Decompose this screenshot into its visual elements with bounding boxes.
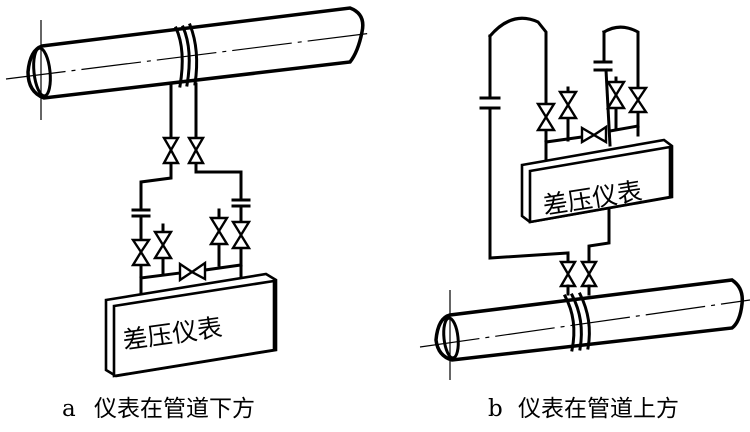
process-pipe-b [419, 278, 750, 380]
dp-instrument-a[interactable]: 差压仪表 [104, 272, 278, 378]
isolation-valve-b-left[interactable] [558, 260, 578, 288]
caption-b-text: 仪表在管道上方 [518, 396, 679, 422]
caption-a-text: 仪表在管道下方 [94, 396, 255, 422]
caption-b: b 仪表在管道上方 [488, 396, 679, 422]
process-pipe-a [5, 6, 373, 120]
diagram-b-meter-above-pipe: 差压仪表 [419, 16, 750, 380]
diagram-a-meter-below-pipe: 差压仪表 [5, 6, 373, 378]
caption-b-letter: b [488, 396, 503, 422]
valve-b-upper-right-1[interactable] [605, 80, 627, 110]
valve-a-lower-left-2[interactable] [152, 230, 174, 260]
caption-a: a 仪表在管道下方 [62, 396, 255, 422]
valve-b-upper-left-2[interactable] [557, 90, 579, 120]
isolation-valve-a-right[interactable] [186, 136, 206, 165]
valve-a-lower-right-1[interactable] [208, 216, 230, 246]
valve-b-upper-left-1[interactable] [535, 102, 557, 132]
balance-valve-b[interactable] [580, 124, 608, 145]
isolation-valve-a-left[interactable] [161, 136, 181, 165]
impulse-lines-b [479, 16, 640, 264]
balance-valve-a[interactable] [178, 260, 207, 283]
valve-a-lower-right-2[interactable] [230, 220, 252, 250]
valve-a-lower-left-1[interactable] [130, 238, 152, 267]
impulse-lines-a [131, 82, 251, 300]
isolation-valve-b-right[interactable] [579, 260, 599, 288]
valve-b-upper-right-2[interactable] [627, 86, 649, 114]
caption-a-letter: a [62, 396, 76, 422]
